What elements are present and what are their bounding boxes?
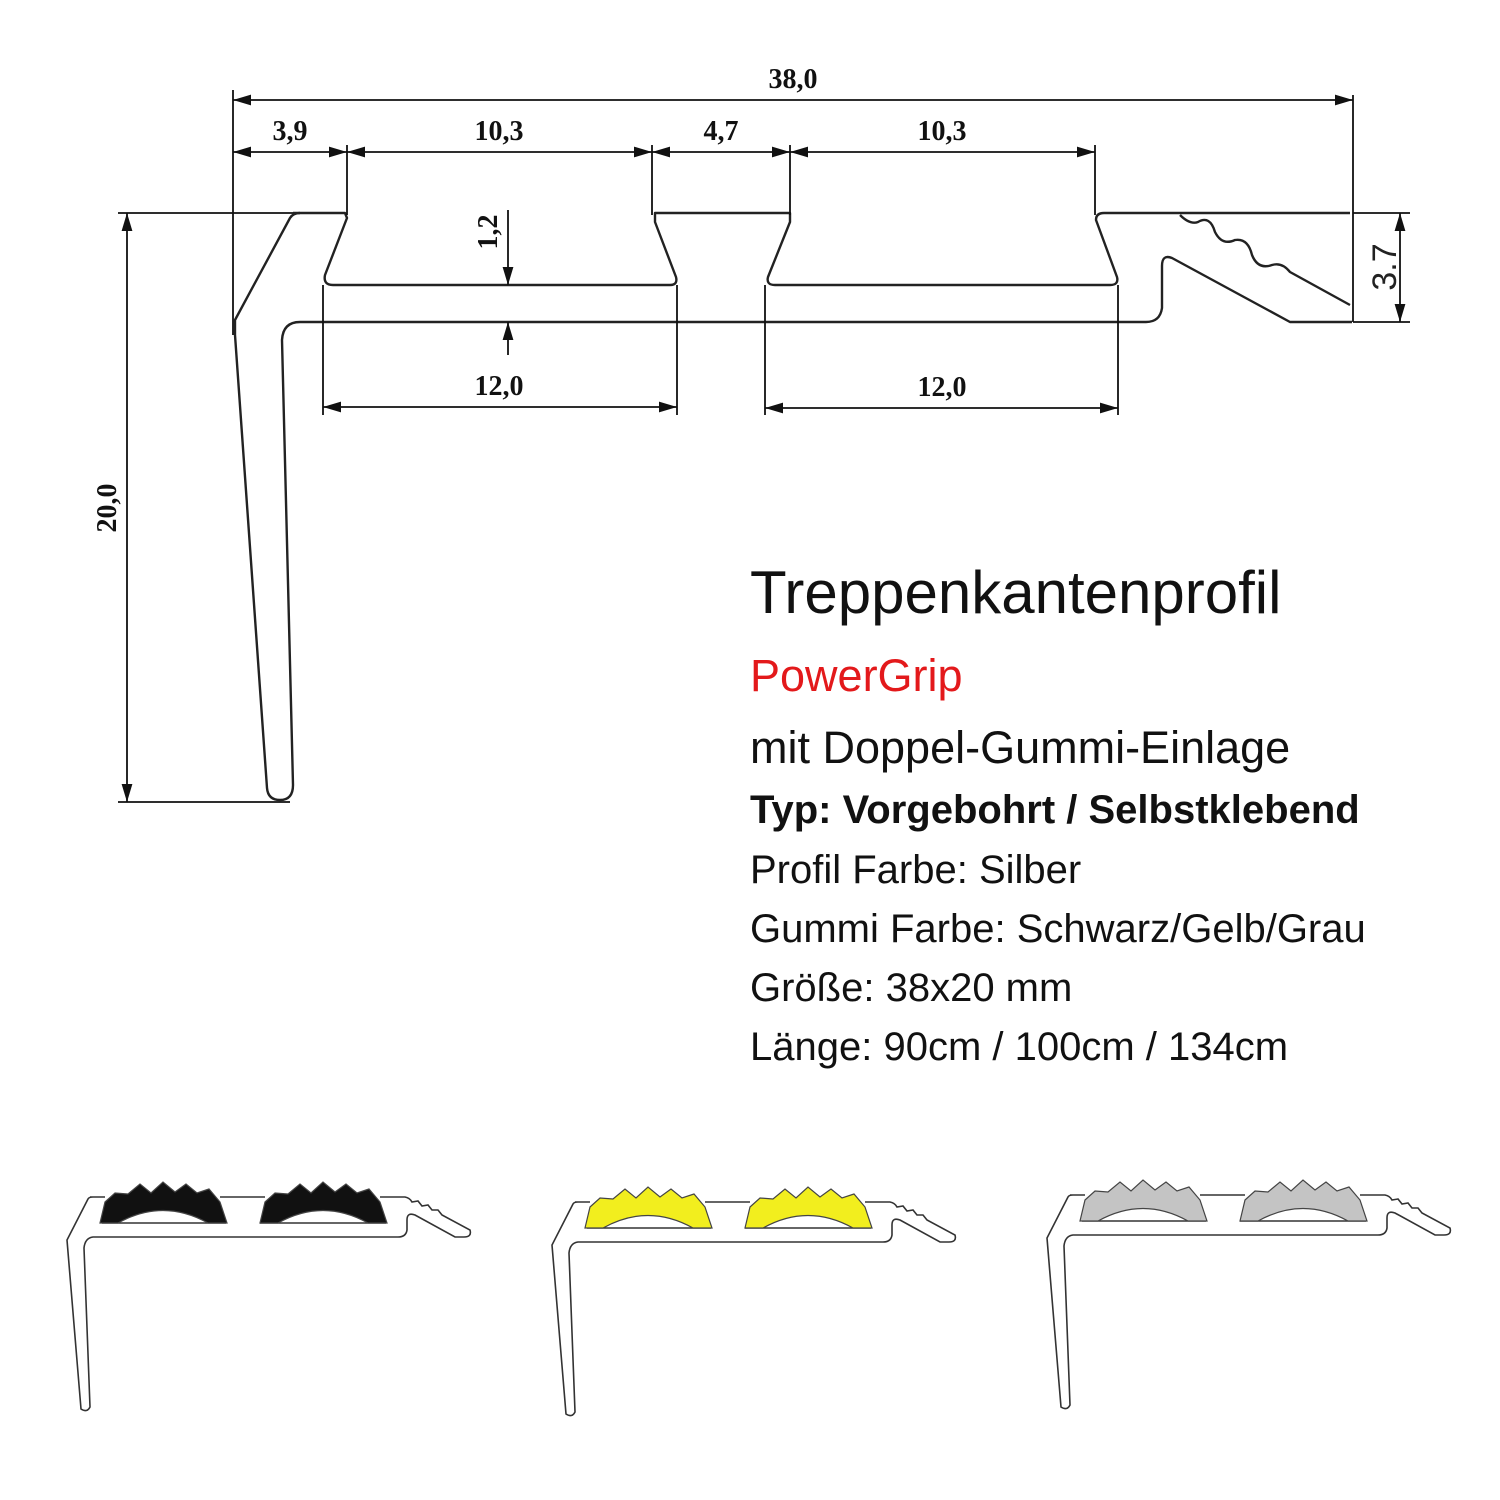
rubber-insert-2 <box>1239 1179 1368 1222</box>
rubber-color: Gummi Farbe: Schwarz/Gelb/Grau <box>750 907 1366 951</box>
rubber-insert-1 <box>1079 1179 1208 1222</box>
dim-groove2-top: 10,3 <box>918 116 967 147</box>
variant-profile-schwarz <box>66 1181 472 1412</box>
rubber-insert-2 <box>259 1181 388 1224</box>
dimension-lines <box>118 90 1410 803</box>
dim-groove-depth: 1,2 <box>473 215 504 250</box>
profile-color: Profil Farbe: Silber <box>750 848 1082 892</box>
profile-outline <box>551 1201 957 1417</box>
profile-outline <box>66 1196 472 1412</box>
variant-profile-gelb <box>551 1186 957 1417</box>
variant-profile-grau <box>1046 1179 1452 1410</box>
dim-groove1-top: 10,3 <box>475 116 524 147</box>
dimension-labels: 38,0 3,9 10,3 4,7 10,3 12,0 12,0 20,0 1,… <box>92 64 1404 533</box>
product-size: Größe: 38x20 mm <box>750 966 1073 1010</box>
dim-total-width: 38,0 <box>769 64 818 95</box>
dim-groove2-bottom: 12,0 <box>918 372 967 403</box>
rubber-insert-2 <box>744 1186 873 1229</box>
brand-name: PowerGrip <box>750 650 963 701</box>
rubber-insert-1 <box>99 1181 228 1224</box>
profile-cross-section <box>233 211 1352 802</box>
rubber-insert-1 <box>584 1186 713 1229</box>
product-type: Typ: Vorgebohrt / Selbstklebend <box>750 788 1360 832</box>
dim-middle-land: 4,7 <box>704 116 739 147</box>
profile-outline <box>1046 1194 1452 1410</box>
product-length: Länge: 90cm / 100cm / 134cm <box>750 1025 1289 1069</box>
dim-groove1-bottom: 12,0 <box>475 371 524 402</box>
product-title: Treppenkantenprofil <box>750 559 1282 626</box>
product-subtitle: mit Doppel-Gummi-Einlage <box>750 722 1291 773</box>
dim-height: 20,0 <box>92 484 123 533</box>
dim-left-lip: 3,9 <box>273 116 308 147</box>
color-variants <box>66 1179 1452 1417</box>
dim-nose-height: 3.7 <box>1366 243 1404 290</box>
